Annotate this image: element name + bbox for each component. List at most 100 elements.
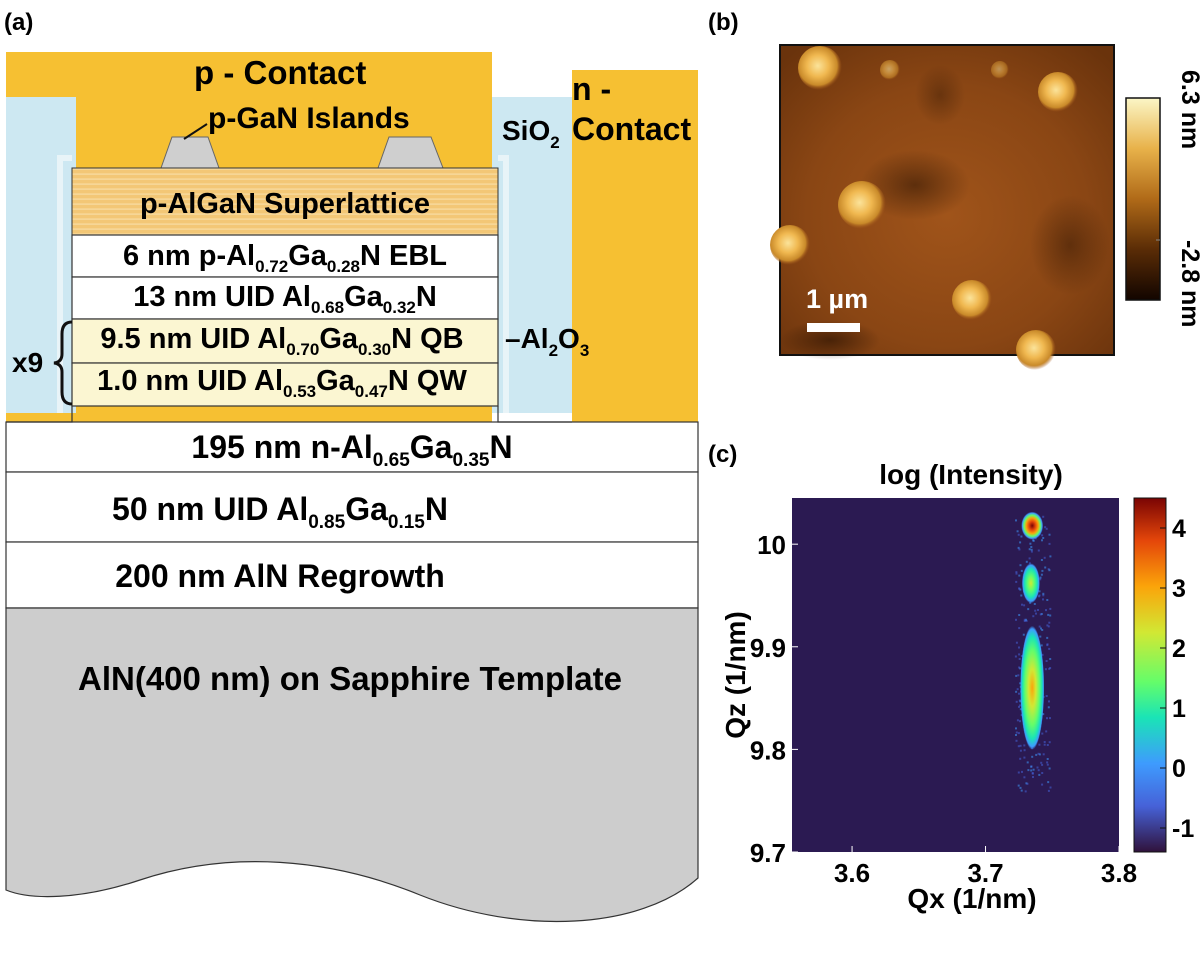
heatmap-speckle: [1016, 719, 1019, 722]
heatmap-speckle: [1049, 614, 1052, 617]
heatmap-speckle: [1015, 731, 1018, 734]
heatmap-speckle: [1041, 653, 1044, 656]
heatmap-speckle: [1041, 772, 1044, 774]
heatmap-speckle: [1034, 609, 1037, 612]
heatmap-speckle: [1031, 772, 1034, 774]
heatmap-speckle: [1015, 727, 1017, 730]
heatmap-speckle: [1027, 608, 1030, 611]
heatmap-speckle: [1049, 658, 1052, 660]
afm-colorbar-min: -2.8 nm: [1176, 240, 1200, 328]
heatmap-speckle: [1047, 706, 1050, 709]
heatmap-speckle: [1041, 534, 1044, 537]
heatmap-speckle: [1046, 599, 1049, 601]
y-tick-label: 9.7: [750, 838, 786, 868]
heatmap-speckle: [1042, 592, 1045, 595]
afm-grain: [798, 46, 842, 90]
heatmap-speckle: [1025, 560, 1028, 563]
heatmap-speckle: [1048, 667, 1051, 670]
afm-grain: [838, 181, 886, 229]
heatmap-speckle: [1038, 625, 1041, 628]
heatmap-plot-area: [792, 498, 1119, 852]
heatmap-speckle: [1026, 761, 1029, 764]
p-gan-islands-pointer: [183, 123, 208, 140]
heatmap-speckle: [1028, 562, 1031, 565]
heatmap-speckle: [1047, 781, 1050, 784]
heatmap-speckle: [1037, 549, 1040, 552]
panel-c-label: (c): [708, 441, 737, 468]
al2o3-liner-right: [498, 155, 509, 413]
layer-label-n-algan: 195 nm n-Al0.65Ga0.35N: [191, 429, 512, 471]
heatmap-speckle: [1023, 749, 1026, 752]
heatmap-speckle: [1049, 607, 1052, 610]
heatmap-speckle: [1025, 618, 1027, 621]
heatmap-speckle: [1049, 786, 1052, 789]
heatmap-speckle: [1046, 744, 1049, 746]
heatmap-speckle: [1020, 594, 1023, 597]
heatmap-speckle: [1048, 741, 1051, 744]
heatmap-speckle: [1039, 576, 1042, 579]
heatmap-speckle: [1015, 739, 1018, 742]
heatmap-speckle: [1019, 786, 1022, 789]
heatmap-speckle: [1041, 763, 1044, 766]
x-tick-label: 3.7: [967, 858, 1003, 888]
heatmap-speckle: [1015, 674, 1018, 677]
heatmap-speckle: [1038, 590, 1041, 593]
heatmap-speckle: [1015, 618, 1017, 621]
heatmap-speckle: [1018, 692, 1020, 695]
colorbar-tick-label: 2: [1172, 635, 1186, 663]
heatmap-speckle: [1017, 674, 1020, 677]
heatmap-speckle: [1040, 627, 1042, 630]
heatmap-speckle: [1027, 769, 1030, 772]
heatmap-speckle: [1019, 744, 1022, 747]
heatmap-speckle: [1019, 564, 1022, 567]
heatmap-speckle: [1042, 515, 1045, 518]
heatmap-peak: [1020, 625, 1045, 750]
heatmap-speckle: [1042, 713, 1045, 716]
heatmap-speckle: [1043, 556, 1046, 559]
heatmap-speckle: [1042, 594, 1045, 597]
afm-dark-region: [860, 150, 970, 220]
heatmap-speckle: [1018, 666, 1021, 669]
heatmap-speckle: [1017, 732, 1020, 735]
heatmap-speckle: [1038, 753, 1041, 756]
heatmap-speckle: [1023, 756, 1026, 759]
heatmap-speckle: [1021, 603, 1023, 606]
heatmap-speckle: [1046, 717, 1048, 720]
heatmap-speckle: [1023, 744, 1026, 747]
layer-ebl: [71, 234, 499, 278]
colorbar-tick-label: -1: [1172, 815, 1194, 843]
heatmap-speckle: [1015, 700, 1018, 703]
heatmap-speckle: [1044, 526, 1047, 529]
layer-label-aln-regrowth: 200 nm AlN Regrowth: [115, 558, 445, 594]
heatmap-speckle: [1038, 743, 1041, 746]
heatmap-speckle: [1019, 757, 1022, 760]
layer-uid-13nm: [71, 276, 499, 320]
heatmap-peak: [1021, 563, 1040, 604]
heatmap-speckle: [1018, 574, 1021, 577]
sio2-left: [6, 97, 76, 413]
heatmap-speckle: [1046, 761, 1049, 764]
heatmap-speckle: [1040, 573, 1043, 576]
heatmap-speckle: [1042, 753, 1045, 756]
heatmap-speckle: [1049, 717, 1051, 720]
heatmap-speckle: [1024, 790, 1027, 793]
heatmap-speckle: [1030, 769, 1033, 772]
heatmap-speckle: [1046, 636, 1049, 639]
heatmap-speckle: [1045, 609, 1047, 612]
colorbar-tick-label: 0: [1172, 755, 1186, 783]
heatmap-speckle: [1018, 658, 1021, 660]
heatmap-speckle: [1048, 700, 1050, 703]
heatmap-speckle: [1020, 535, 1023, 538]
heatmap-speckle: [1045, 660, 1048, 662]
heatmap-speckle: [1015, 580, 1018, 583]
layer-label-qw: 1.0 nm UID Al0.53Ga0.47N QW: [97, 365, 467, 401]
afm-colorbar-max: 6.3 nm: [1176, 70, 1200, 149]
mesa-step-left: [6, 406, 73, 423]
colorbar-tick-label: 1: [1172, 695, 1186, 723]
heatmap-speckle: [1038, 595, 1040, 598]
heatmap-speckle: [1028, 548, 1031, 551]
y-tick-label: 9.9: [750, 633, 786, 663]
heatmap-speckle: [1047, 789, 1050, 792]
layer-substrate: [5, 607, 699, 923]
